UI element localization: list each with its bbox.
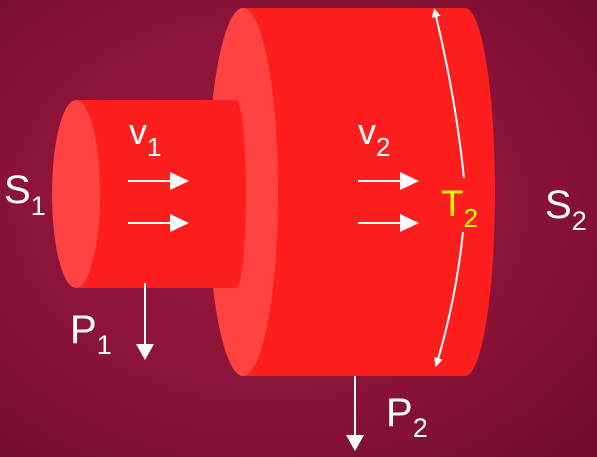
p2-pressure-arrow bbox=[346, 376, 364, 451]
small-cylinder-near-face bbox=[52, 100, 100, 288]
v2-arrow-head-icon bbox=[400, 172, 419, 190]
p2-label: P2 bbox=[386, 391, 428, 443]
v1-label: v1 bbox=[129, 111, 161, 162]
p1-pressure-arrow bbox=[136, 283, 154, 360]
v2-flow-arrows bbox=[358, 172, 419, 232]
s2-label: S2 bbox=[545, 183, 587, 236]
large-cylinder-body bbox=[243, 8, 465, 376]
v2-arrow-head-icon bbox=[400, 214, 419, 232]
t2-lower-arc-arrow-icon bbox=[434, 231, 464, 367]
t2-upper-arc-arrow-icon bbox=[431, 8, 465, 179]
t2-label: T2 bbox=[441, 183, 478, 233]
v1-arrow-head-icon bbox=[170, 172, 189, 190]
p1-label: P1 bbox=[70, 308, 112, 360]
v1-flow-arrows bbox=[128, 172, 189, 232]
v1-arrow-head-icon bbox=[170, 214, 189, 232]
p1-arrow-head-icon bbox=[136, 344, 154, 360]
small-cylinder-body bbox=[76, 100, 236, 288]
s1-label: S1 bbox=[4, 168, 46, 221]
large-cylinder-far-end bbox=[435, 8, 495, 376]
small-cylinder-far-end bbox=[226, 100, 246, 288]
p2-arrow-head-icon bbox=[346, 435, 364, 451]
small-cylinder bbox=[52, 100, 246, 288]
v2-label: v2 bbox=[358, 111, 390, 162]
